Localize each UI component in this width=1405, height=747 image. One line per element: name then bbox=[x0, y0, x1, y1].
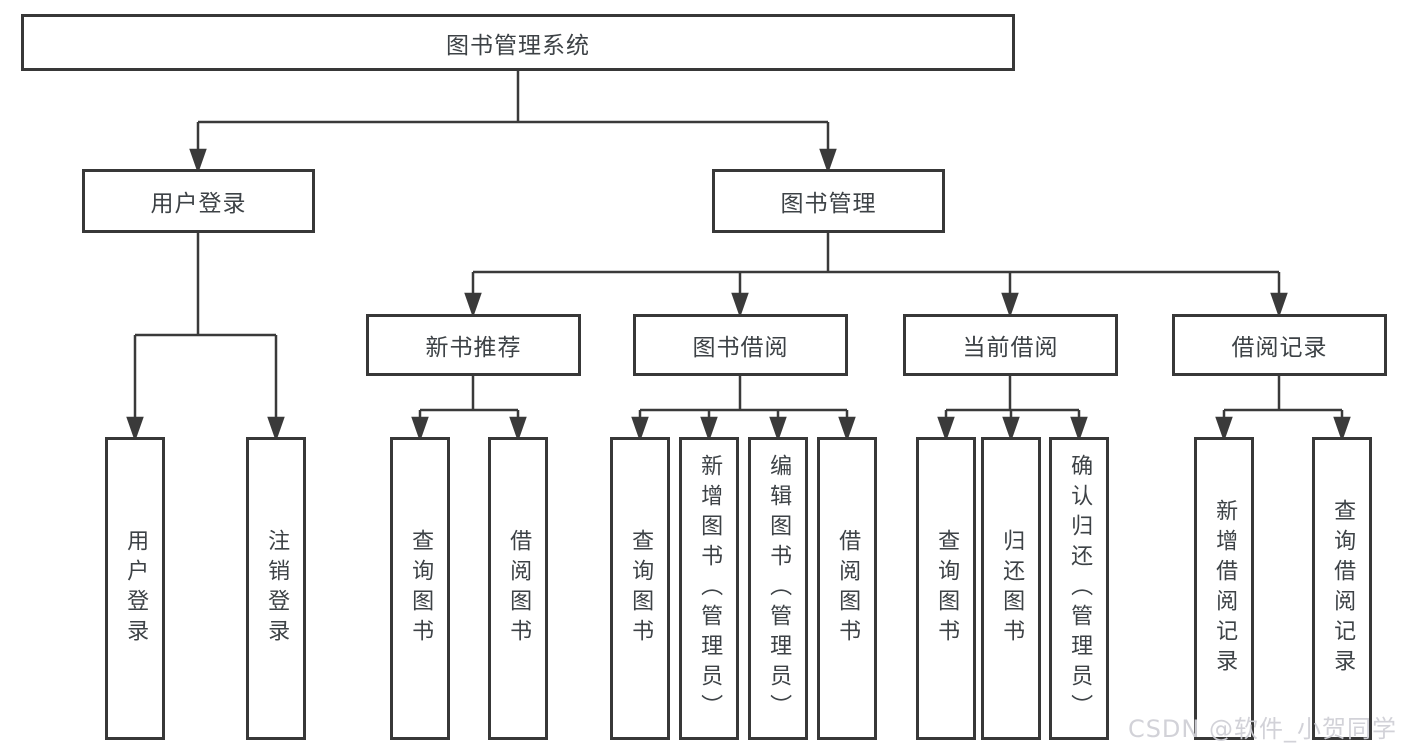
leaf-return-books: 归还图书 bbox=[981, 437, 1041, 740]
leaf-logout: 注销登录 bbox=[246, 437, 306, 740]
node-root-label: 图书管理系统 bbox=[446, 32, 590, 59]
leaf-user-login-label: 用户登录 bbox=[123, 528, 149, 649]
leaf-user-login: 用户登录 bbox=[105, 437, 165, 740]
connector-current-borrow-to-leaves bbox=[937, 376, 1088, 442]
node-new-book-recommend-label: 新书推荐 bbox=[425, 335, 522, 361]
leaf-borrow-books-1-label: 借阅图书 bbox=[506, 528, 532, 649]
leaf-query-books-3: 查询图书 bbox=[916, 437, 976, 740]
leaf-borrow-books-1: 借阅图书 bbox=[488, 437, 548, 740]
leaf-query-books-2: 查询图书 bbox=[610, 437, 670, 740]
leaf-query-borrow-record-label: 查询借阅记录 bbox=[1330, 498, 1356, 679]
leaf-edit-books-admin: 编辑图书（管理员） bbox=[748, 437, 808, 740]
leaf-confirm-return-admin-label: 确认归还（管理员） bbox=[1067, 453, 1093, 724]
connector-new-book-recommend-to-leaves bbox=[411, 376, 527, 442]
leaf-query-books-1: 查询图书 bbox=[390, 437, 450, 740]
leaf-confirm-return-admin: 确认归还（管理员） bbox=[1049, 437, 1109, 740]
connector-book-management-to-level3 bbox=[464, 233, 1288, 318]
leaf-logout-label: 注销登录 bbox=[264, 528, 290, 649]
node-book-management-label: 图书管理 bbox=[780, 191, 877, 217]
connector-root-to-level2 bbox=[189, 71, 837, 174]
leaf-add-borrow-record-label: 新增借阅记录 bbox=[1212, 498, 1238, 679]
node-user-login-label: 用户登录 bbox=[150, 191, 247, 217]
leaf-return-books-label: 归还图书 bbox=[999, 528, 1025, 649]
node-current-borrow: 当前借阅 bbox=[903, 314, 1118, 376]
node-book-management: 图书管理 bbox=[712, 169, 945, 233]
node-book-borrow: 图书借阅 bbox=[633, 314, 848, 376]
node-current-borrow-label: 当前借阅 bbox=[962, 335, 1059, 361]
leaf-query-borrow-record: 查询借阅记录 bbox=[1312, 437, 1372, 740]
node-borrow-records-label: 借阅记录 bbox=[1231, 335, 1328, 361]
leaf-query-books-1-label: 查询图书 bbox=[408, 528, 434, 649]
connector-user-login-to-leaves bbox=[126, 233, 285, 442]
leaf-edit-books-admin-label: 编辑图书（管理员） bbox=[766, 453, 792, 724]
leaf-query-books-3-label: 查询图书 bbox=[934, 528, 960, 649]
leaf-add-books-admin-label: 新增图书（管理员） bbox=[697, 453, 723, 724]
node-new-book-recommend: 新书推荐 bbox=[366, 314, 581, 376]
connector-borrow-records-to-leaves bbox=[1215, 376, 1351, 442]
watermark: CSDN @软件_小贺同学 bbox=[1127, 715, 1397, 743]
leaf-add-borrow-record: 新增借阅记录 bbox=[1194, 437, 1254, 740]
node-user-login: 用户登录 bbox=[82, 169, 315, 233]
node-root-library-system: 图书管理系统 bbox=[21, 14, 1015, 71]
connector-book-borrow-to-leaves bbox=[631, 376, 856, 442]
node-book-borrow-label: 图书借阅 bbox=[692, 335, 789, 361]
leaf-add-books-admin: 新增图书（管理员） bbox=[679, 437, 739, 740]
node-borrow-records: 借阅记录 bbox=[1172, 314, 1387, 376]
leaf-query-books-2-label: 查询图书 bbox=[628, 528, 654, 649]
leaf-borrow-books-2-label: 借阅图书 bbox=[835, 528, 861, 649]
leaf-borrow-books-2: 借阅图书 bbox=[817, 437, 877, 740]
